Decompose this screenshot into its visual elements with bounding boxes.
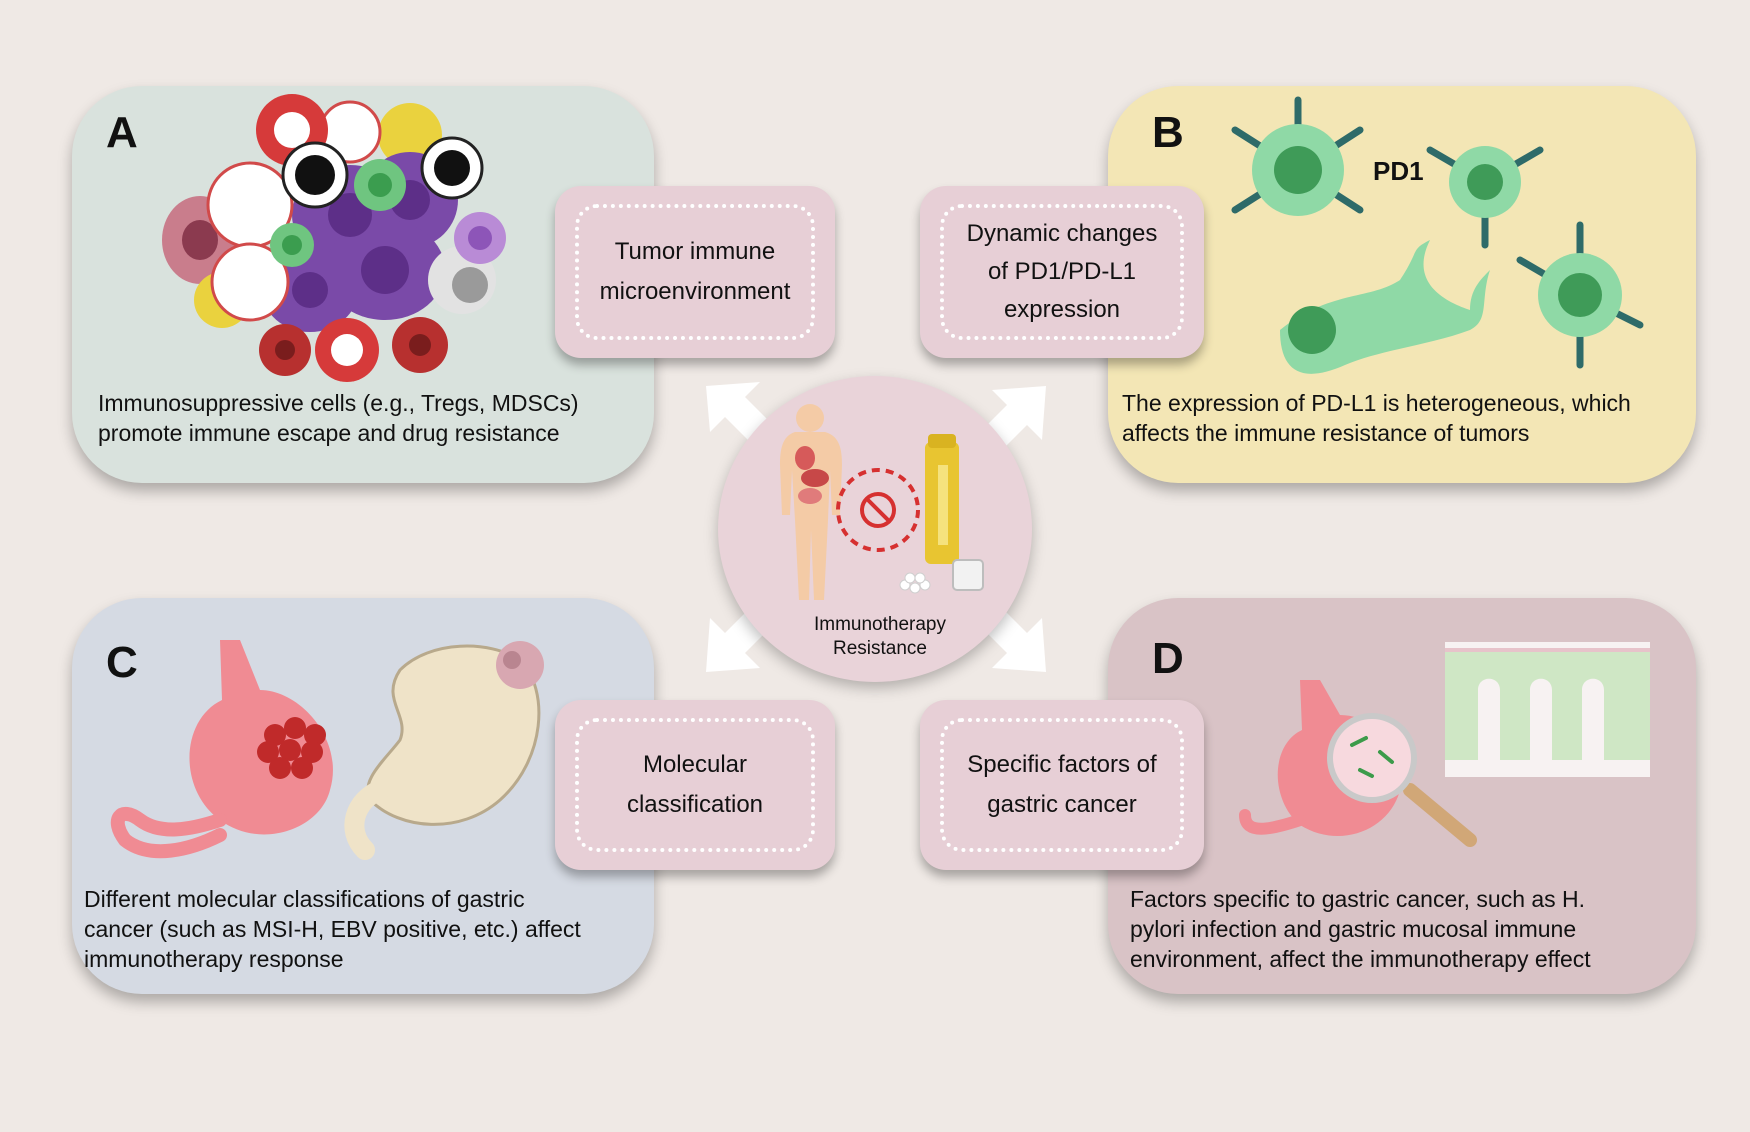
panel-d-caption-line2: pylori infection and gastric mucosal imm… xyxy=(1130,916,1577,942)
label-dotted-border xyxy=(575,204,815,340)
label-molecular-line1: Molecular xyxy=(642,751,748,778)
panel-b-letter: B xyxy=(1152,108,1184,157)
panel-d-caption-line1: Factors specific to gastric cancer, such… xyxy=(1130,886,1586,912)
label-tumor-line2: microenvironment xyxy=(599,278,791,305)
label-dynamic-line3: expression xyxy=(1003,296,1121,323)
pd1-receptor-cells-icon xyxy=(1231,96,1644,374)
panel-c-caption-line2: cancer (such as MSI-H, EBV positive, etc… xyxy=(84,916,581,942)
stomach-magnifier-mucosa-icon xyxy=(1239,642,1650,847)
panel-c-letter: C xyxy=(106,638,138,687)
label-dynamic-changes: Dynamic changes of PD1/PD-L1 expression xyxy=(920,186,1204,358)
panel-a-caption-line2: promote immune escape and drug resistanc… xyxy=(98,420,560,446)
panel-c-caption-line1: Different molecular classifications of g… xyxy=(84,886,525,912)
panel-a-caption-line1: Immunosuppressive cells (e.g., Tregs, MD… xyxy=(98,390,579,416)
label-dynamic-text: Dynamic changes of PD1/PD-L1 expression xyxy=(937,215,1188,329)
center-label-line1: Immunotherapy xyxy=(813,614,946,635)
panel-d: D Factors specific to gastric cancer, su… xyxy=(1108,598,1696,994)
label-dotted-border xyxy=(940,204,1184,340)
panel-c-caption: Different molecular classifications of g… xyxy=(84,884,581,974)
label-dotted-border xyxy=(940,718,1184,852)
center-circle xyxy=(718,376,1032,682)
no-entry-icon xyxy=(836,468,920,552)
drug-vial-icon xyxy=(899,434,984,594)
panel-b-caption-line1: The expression of PD-L1 is heterogeneous… xyxy=(1122,390,1631,416)
label-dotted-border xyxy=(575,718,815,852)
label-specific-factors: Specific factors of gastric cancer xyxy=(920,700,1204,870)
label-dynamic-line1: Dynamic changes xyxy=(966,220,1158,247)
label-tumor-line1: Tumor immune xyxy=(614,238,776,265)
label-specific-text: Specific factors of gastric cancer xyxy=(937,745,1186,825)
label-molecular-line2: classification xyxy=(626,791,764,818)
pd1-label: PD1 xyxy=(1373,156,1424,186)
panel-b-caption: The expression of PD-L1 is heterogeneous… xyxy=(1122,388,1631,448)
label-molecular-text: Molecular classification xyxy=(597,745,793,825)
label-tumor-immune-microenvironment: Tumor immune microenvironment xyxy=(555,186,835,358)
center-label-line2: Resistance xyxy=(833,638,927,659)
panel-a-caption: Immunosuppressive cells (e.g., Tregs, MD… xyxy=(98,388,579,448)
human-body-icon xyxy=(780,404,842,600)
immune-cell-cluster-icon xyxy=(162,94,506,382)
panel-c-caption-line3: immunotherapy response xyxy=(84,946,344,972)
label-specific-line2: gastric cancer xyxy=(987,791,1137,818)
panel-b-caption-line2: affects the immune resistance of tumors xyxy=(1122,420,1530,446)
panel-d-letter: D xyxy=(1152,634,1184,683)
label-tumor-text: Tumor immune microenvironment xyxy=(570,232,821,312)
stomach-tumor-icon xyxy=(110,640,544,860)
label-specific-line1: Specific factors of xyxy=(967,751,1157,778)
panel-d-caption: Factors specific to gastric cancer, such… xyxy=(1130,884,1591,974)
panel-d-caption-line3: environment, affect the immunotherapy ef… xyxy=(1130,946,1591,972)
panel-a-letter: A xyxy=(106,108,138,157)
center-label: Immunotherapy Resistance xyxy=(770,613,990,661)
label-dynamic-line2: of PD1/PD-L1 xyxy=(987,258,1137,285)
label-molecular-classification: Molecular classification xyxy=(555,700,835,870)
